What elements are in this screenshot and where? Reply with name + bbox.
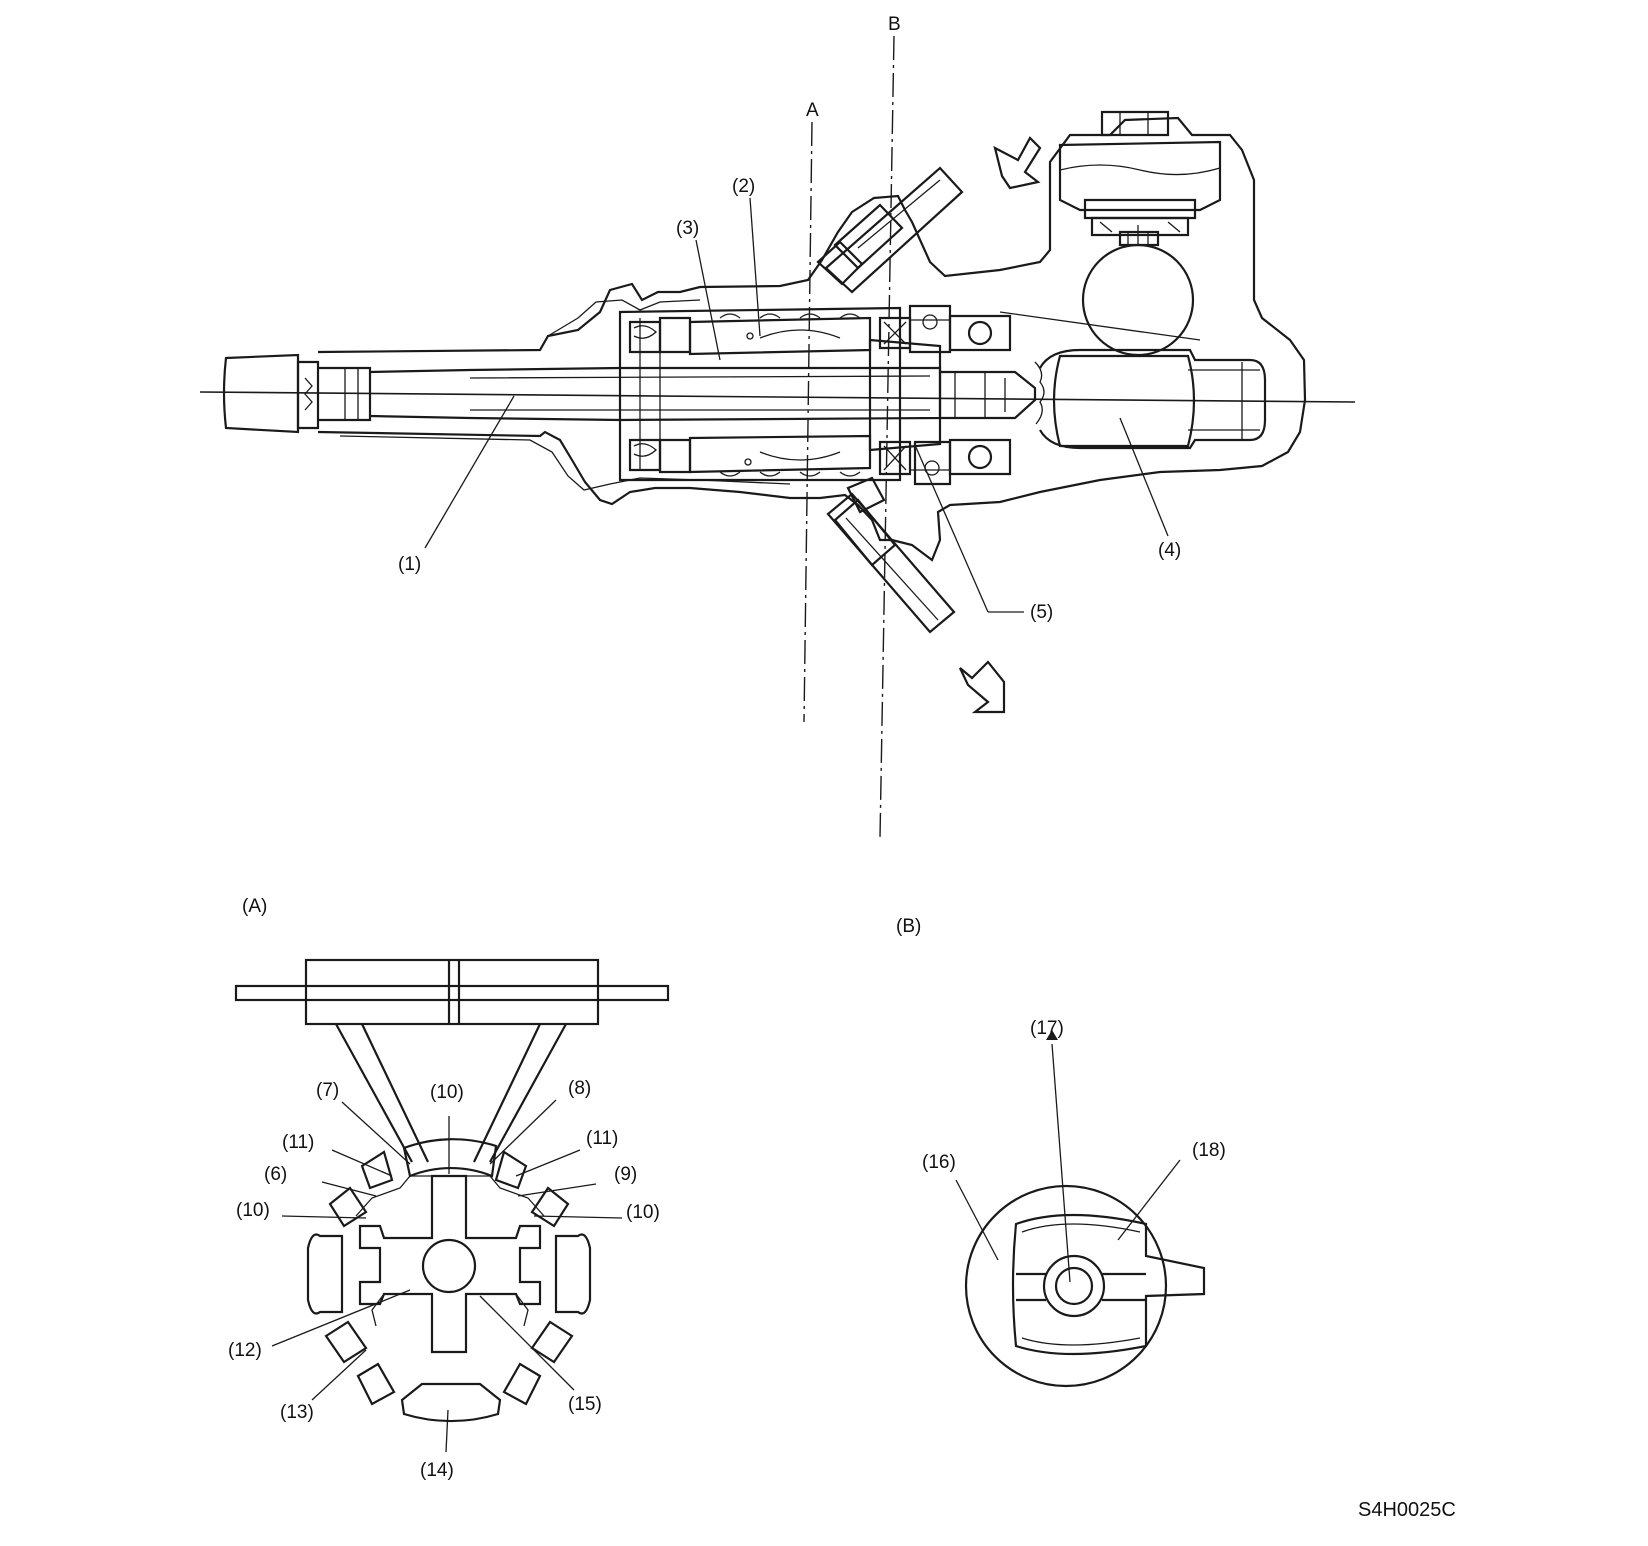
outlet-pipe-fitting bbox=[826, 492, 956, 634]
callout-1: (1) bbox=[398, 554, 421, 575]
callout-2: (2) bbox=[732, 176, 755, 197]
torsion-bar-section bbox=[1054, 1266, 1094, 1306]
callout-18: (18) bbox=[1192, 1140, 1226, 1161]
section-lines: A B bbox=[803, 14, 901, 839]
section-line-a bbox=[803, 121, 813, 723]
detail-b-pinion-section bbox=[964, 1184, 1206, 1388]
detail-a-title: (A) bbox=[242, 896, 267, 917]
rack-housing bbox=[1039, 348, 1267, 450]
control-valve-housing bbox=[618, 306, 902, 482]
gearbox-housing bbox=[317, 116, 1307, 562]
valve-block bbox=[304, 958, 600, 1026]
adjusting-plug bbox=[1058, 140, 1222, 212]
inlet-flow-arrow bbox=[993, 136, 1042, 190]
callout-10-top: (10) bbox=[430, 1082, 464, 1103]
callout-7: (7) bbox=[316, 1080, 339, 1101]
rack-support-ball bbox=[1081, 243, 1195, 357]
callout-11-right: (11) bbox=[586, 1128, 618, 1149]
detail-a-leaders bbox=[271, 1099, 623, 1453]
shaft-collar bbox=[296, 360, 320, 430]
figure-code: S4H0025C bbox=[1358, 1499, 1456, 1521]
callout-10-left: (10) bbox=[236, 1200, 270, 1221]
input-shaft-end bbox=[222, 353, 300, 434]
callout-8: (8) bbox=[568, 1078, 591, 1099]
outlet-flow-arrow bbox=[959, 660, 1006, 714]
callout-12: (12) bbox=[228, 1340, 262, 1361]
sleeve-segment bbox=[402, 1138, 498, 1178]
callout-16: (16) bbox=[922, 1152, 956, 1173]
rack bbox=[1052, 354, 1196, 448]
callout-9: (9) bbox=[614, 1164, 637, 1185]
gearbox-cross-section bbox=[199, 110, 1356, 714]
callout-6: (6) bbox=[264, 1164, 287, 1185]
callout-3: (3) bbox=[676, 218, 699, 239]
callout-13: (13) bbox=[280, 1402, 314, 1423]
input-shaft-section bbox=[1042, 1254, 1106, 1318]
pinion-housing-circle bbox=[964, 1184, 1168, 1388]
main-leader-lines bbox=[424, 197, 1169, 613]
callout-5: (5) bbox=[1030, 602, 1053, 623]
pinion bbox=[868, 338, 942, 452]
callout-11-left: (11) bbox=[282, 1132, 314, 1153]
shaft-centerline bbox=[199, 391, 1356, 403]
detail-b-leaders bbox=[955, 1043, 1181, 1283]
lock-nut bbox=[1100, 110, 1170, 137]
section-marker-b: B bbox=[888, 14, 901, 35]
rotary-valve bbox=[688, 316, 872, 356]
callout-14: (14) bbox=[420, 1460, 454, 1481]
callout-4: (4) bbox=[1158, 540, 1181, 561]
callout-10-right: (10) bbox=[626, 1202, 660, 1223]
section-line-b bbox=[879, 35, 895, 839]
valve-bore bbox=[421, 1238, 477, 1294]
section-marker-a: A bbox=[806, 100, 819, 121]
callout-15: (15) bbox=[568, 1394, 602, 1415]
sleeve-bottom-segment bbox=[400, 1382, 502, 1423]
detail-b-title: (B) bbox=[896, 916, 921, 937]
detail-a-valve-section bbox=[234, 958, 670, 1423]
callout-17-arrowhead bbox=[1046, 1030, 1058, 1040]
callout-17: (17) bbox=[1030, 1018, 1064, 1039]
rotary-valve-rotor bbox=[358, 1174, 542, 1354]
valve-body-section bbox=[1011, 1213, 1206, 1356]
mounting-plate bbox=[234, 984, 670, 1002]
